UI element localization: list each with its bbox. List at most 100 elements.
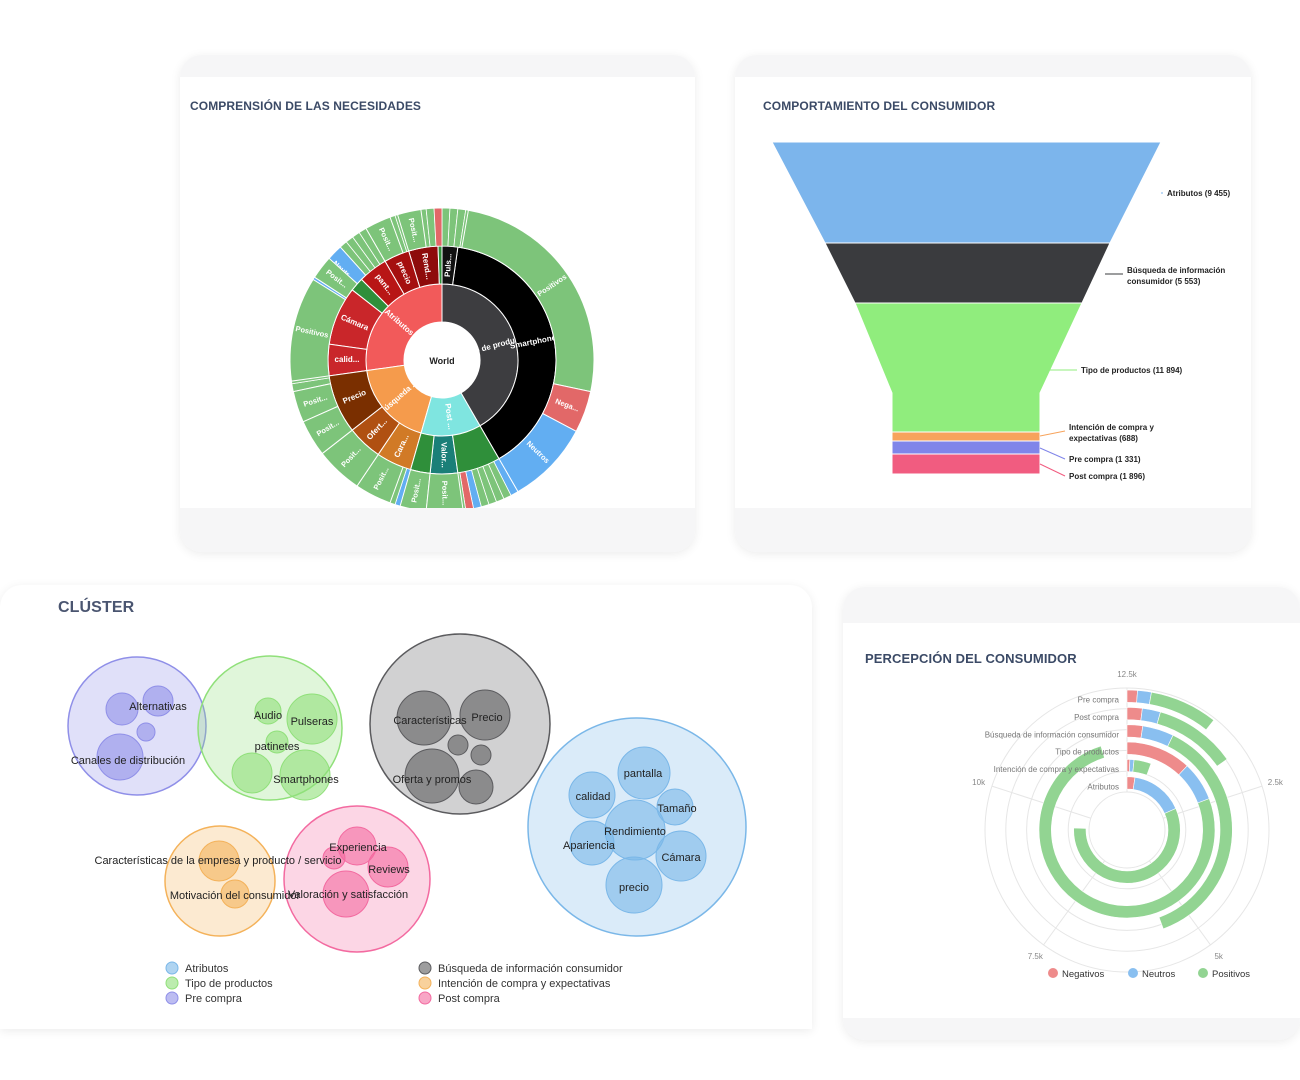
radial-category-label: Post compra (1074, 713, 1119, 722)
funnel-connector (1039, 463, 1066, 477)
cluster-item-label: Precio (471, 712, 502, 724)
cluster-legend-marker (165, 991, 179, 1005)
radial-bar-segment (1136, 690, 1152, 705)
funnel-stage (854, 302, 1083, 433)
cluster-item-label: patinetes (255, 741, 300, 753)
card-footer-bar (180, 508, 695, 552)
sunburst-level1-label: Post ... (443, 403, 455, 430)
radial-legend-marker (1128, 968, 1138, 978)
funnel-label: Búsqueda de información (1127, 266, 1225, 275)
funnel-connector (1039, 430, 1066, 437)
cluster-item-label: Características de la empresa y producto… (95, 855, 342, 867)
cluster-item-bubble (279, 749, 331, 801)
funnel-label: Intención de compra y (1069, 423, 1154, 432)
needs-title: COMPRENSIÓN DE LAS NECESIDADES (190, 99, 422, 113)
cluster-legend-marker (418, 976, 432, 990)
cluster-item-label: calidad (576, 791, 611, 803)
funnel-label: Atributos (9 455) (1167, 189, 1230, 198)
radial-bar-segment (1132, 759, 1152, 776)
cluster-item-label: Smartphones (273, 774, 339, 786)
behavior-title: COMPORTAMIENTO DEL CONSUMIDOR (763, 99, 996, 113)
cluster-item-label: Reviews (368, 864, 410, 876)
sunburst-root-label: World (429, 356, 454, 366)
cluster-legend-marker (165, 961, 179, 975)
sunburst-level3-segment (433, 207, 443, 247)
funnel-stage (891, 453, 1041, 475)
radial-legend-marker (1048, 968, 1058, 978)
sunburst-level3-label: Posit... (440, 481, 449, 506)
radial-bar-segment (1156, 711, 1228, 767)
radial-bar-segment (1126, 689, 1138, 704)
cluster-item-label: Audio (254, 710, 282, 722)
sunburst-level3-segment (292, 383, 339, 423)
radial-category-label: Atributos (1087, 782, 1119, 791)
cluster-legend-label: Búsqueda de información consumidor (438, 963, 623, 975)
cluster-item-bubble (322, 846, 346, 870)
cluster-item-bubble (286, 693, 338, 745)
radial-bar-segment (1038, 745, 1216, 919)
sunburst-level2-label: Rend... (420, 252, 433, 280)
cluster-item-label: Cámara (661, 852, 701, 864)
cluster-item-label: Experiencia (329, 842, 387, 854)
cluster-legend-marker (418, 961, 432, 975)
cluster-item-bubble (458, 769, 494, 805)
cluster-item-label: Motivación del consumidor (170, 890, 301, 902)
radial-grid-spoke (1162, 785, 1263, 819)
cluster-item-label: Pulseras (291, 716, 334, 728)
cluster-item-label: Canales de distribución (71, 755, 185, 767)
behavior-card: COMPORTAMIENTO DEL CONSUMIDOR Atributos … (735, 55, 1251, 552)
sunburst-level3-segment (302, 405, 353, 455)
sunburst-level3-segment (396, 208, 427, 252)
cluster-item-bubble (569, 820, 615, 866)
cluster-item-bubble (568, 771, 616, 819)
card-footer-bar (735, 508, 1251, 552)
funnel-stage (891, 440, 1041, 455)
radial-category-label: Pre compra (1078, 696, 1120, 705)
funnel-label: Tipo de productos (11 894) (1081, 366, 1183, 375)
funnel-label: Pre compra (1 331) (1069, 455, 1141, 464)
radial-legend-label: Positivos (1212, 969, 1250, 980)
cluster-item-label: Valoración y satisfacción (288, 889, 408, 901)
radial-category-label: Intención de compra y expectativas (994, 765, 1119, 774)
sunburst-level2-label: Puls... (443, 253, 454, 277)
radial-bar-segment (1073, 808, 1181, 884)
funnel-label: consumidor (5 553) (1127, 277, 1201, 286)
radial-bar-segment (1148, 691, 1215, 731)
sunburst-level3-segment (289, 278, 347, 382)
funnel-label: Post compra (1 896) (1069, 472, 1145, 481)
cluster-legend-label: Intención de compra y expectativas (438, 978, 611, 990)
card-footer-bar (843, 1018, 1300, 1040)
radial-axis-tick: 10k (972, 778, 986, 787)
cluster-item-bubble (337, 826, 377, 866)
cluster-group-bubble (67, 656, 207, 796)
cluster-item-bubble (447, 734, 469, 756)
cluster-item-bubble (404, 748, 460, 804)
funnel-connector (1039, 447, 1066, 460)
radial-axis-tick: 5k (1214, 952, 1223, 961)
cluster-item-bubble (220, 879, 250, 909)
funnel-label: expectativas (688) (1069, 434, 1138, 443)
cluster-item-label: pantalla (624, 768, 663, 780)
cluster-item-bubble (198, 840, 240, 882)
cluster-item-label: Tamaño (657, 803, 696, 815)
radial-grid-spoke (1148, 860, 1211, 946)
radial-grid-spoke (1043, 860, 1106, 946)
cluster-legend-marker (418, 991, 432, 1005)
radial-bar-segment (1140, 725, 1174, 747)
cluster-item-bubble (605, 856, 663, 914)
cluster-item-bubble (367, 846, 409, 888)
card-header-bar (735, 55, 1251, 77)
radial-axis-tick: 2.5k (1268, 778, 1284, 787)
cluster-item-label: Características (393, 715, 467, 727)
sunburst-level3-segment (313, 257, 358, 299)
card-header-bar (843, 587, 1300, 623)
cluster-item-bubble (396, 690, 452, 746)
cluster-item-bubble (231, 752, 273, 794)
cluster-item-bubble (470, 744, 492, 766)
cluster-item-bubble (322, 870, 370, 918)
sunburst-level3-segment (365, 216, 404, 262)
funnel-stage (891, 431, 1041, 442)
